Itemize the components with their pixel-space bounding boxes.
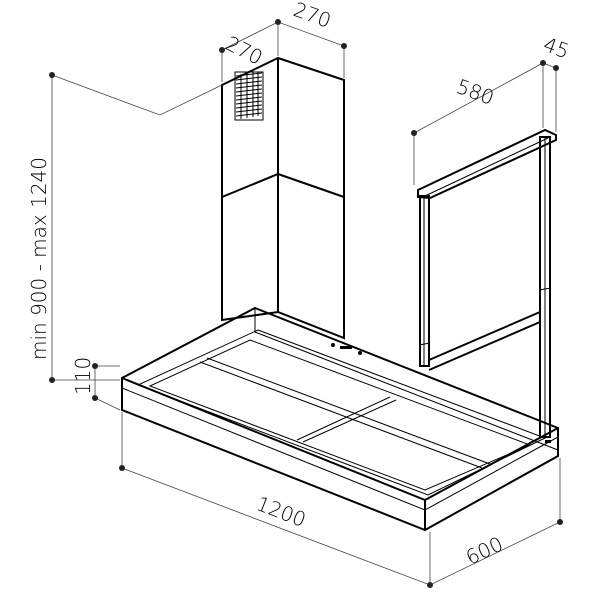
support-frame <box>417 128 557 438</box>
height-range-label: min 900 - max 1240 <box>27 157 51 360</box>
frame-depth-label: 45 <box>540 32 572 63</box>
dimension-lines <box>49 19 563 588</box>
hood-thickness-label: 110 <box>71 357 95 395</box>
chimney-depth-label: 270 <box>222 31 267 70</box>
chimney-width-label: 270 <box>290 0 334 33</box>
chimney <box>221 56 345 340</box>
frame-width-label: 580 <box>453 74 497 110</box>
dimension-labels: 270 270 45 580 min 900 - max 1240 110 12… <box>27 0 572 570</box>
hood-width-label: 1200 <box>253 491 309 532</box>
hood-body <box>121 306 559 532</box>
brand-logo <box>545 440 551 443</box>
control-buttons <box>331 343 362 355</box>
vent-grille-icon <box>234 71 264 121</box>
hood-depth-label: 600 <box>462 532 507 570</box>
